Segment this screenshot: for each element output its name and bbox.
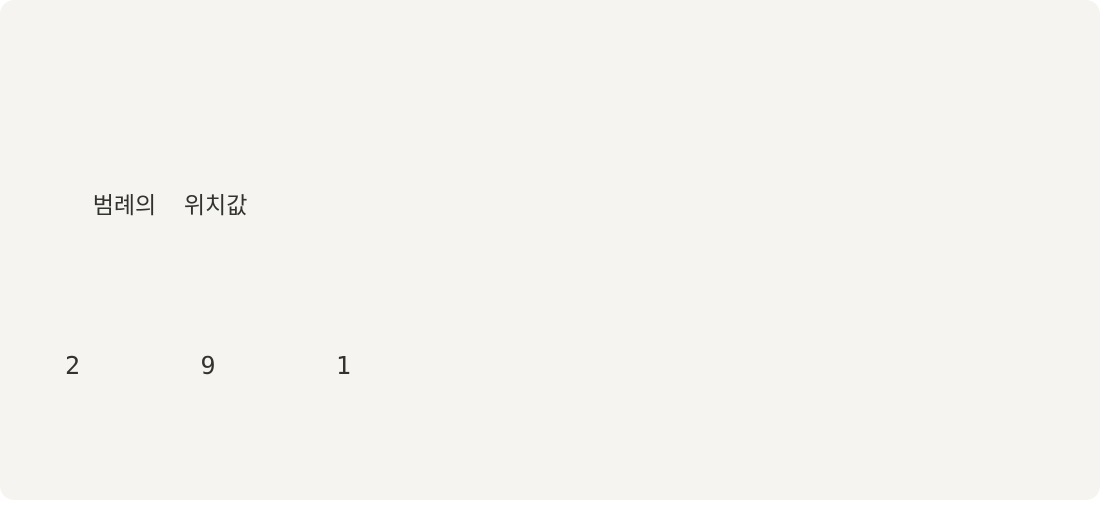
code-block: 범례의 위치값 2 9 1 6 7 3 8 4 ================… (65, 66, 637, 500)
table-caption: 범례의 위치값 (65, 193, 248, 219)
table-row: 2 9 1 (65, 351, 351, 380)
code-card: 범례의 위치값 2 9 1 6 7 3 8 4 ================… (0, 0, 1100, 500)
